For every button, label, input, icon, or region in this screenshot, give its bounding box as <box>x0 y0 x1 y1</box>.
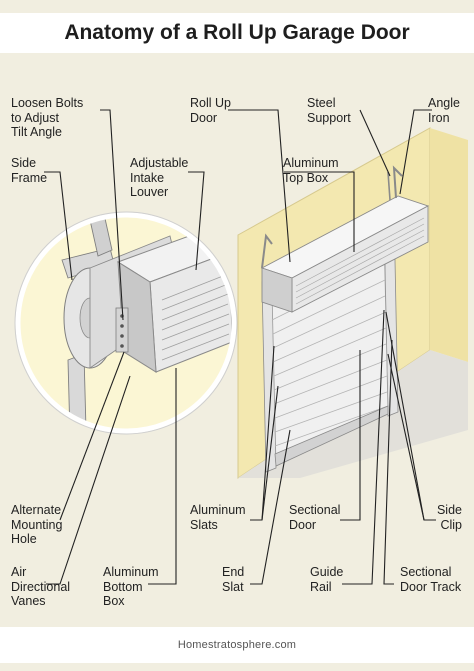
label-roll-up-door: Roll Up Door <box>190 96 231 125</box>
leader-lines <box>44 109 436 585</box>
label-adjustable-louver: Adjustable Intake Louver <box>130 156 189 199</box>
label-loosen-bolts: Loosen Bolts to Adjust Tilt Angle <box>11 96 84 139</box>
label-alternate-mounting-hole: Alternate Mounting Hole <box>11 503 63 546</box>
label-aluminum-bottom-box: Aluminum Bottom Box <box>103 565 159 608</box>
angle-iron <box>392 165 403 199</box>
title-bar: Anatomy of a Roll Up Garage Door <box>0 13 474 53</box>
louver-lines <box>161 273 230 361</box>
label-air-directional-vanes: Air Directional Vanes <box>11 565 71 608</box>
wall-side <box>430 128 468 362</box>
label-aluminum-top-box: Aluminum Top Box <box>283 156 339 185</box>
detail-circle <box>14 211 238 435</box>
label-side-clip: Side Clip <box>436 503 462 532</box>
footer-site: Homestratosphere.com <box>177 639 297 651</box>
label-sectional-door-track: Sectional Door Track <box>400 565 462 594</box>
diagram-title: Anatomy of a Roll Up Garage Door <box>64 21 410 44</box>
roll-up-door-assembly <box>260 165 430 473</box>
top-box-vanes <box>295 217 425 305</box>
label-guide-rail: Guide Rail <box>310 565 344 594</box>
label-side-frame: Side Frame <box>11 156 48 185</box>
steel-support <box>261 233 273 269</box>
label-steel-support: Steel Support <box>307 96 351 125</box>
top-box-side <box>261 267 293 313</box>
label-aluminum-slats: Aluminum Slats <box>190 503 246 532</box>
label-sectional-door: Sectional Door <box>289 503 341 532</box>
label-end-slat: End Slat <box>222 565 245 594</box>
footer-bar: Homestratosphere.com <box>0 627 474 663</box>
label-angle-iron: Angle Iron <box>428 96 460 125</box>
